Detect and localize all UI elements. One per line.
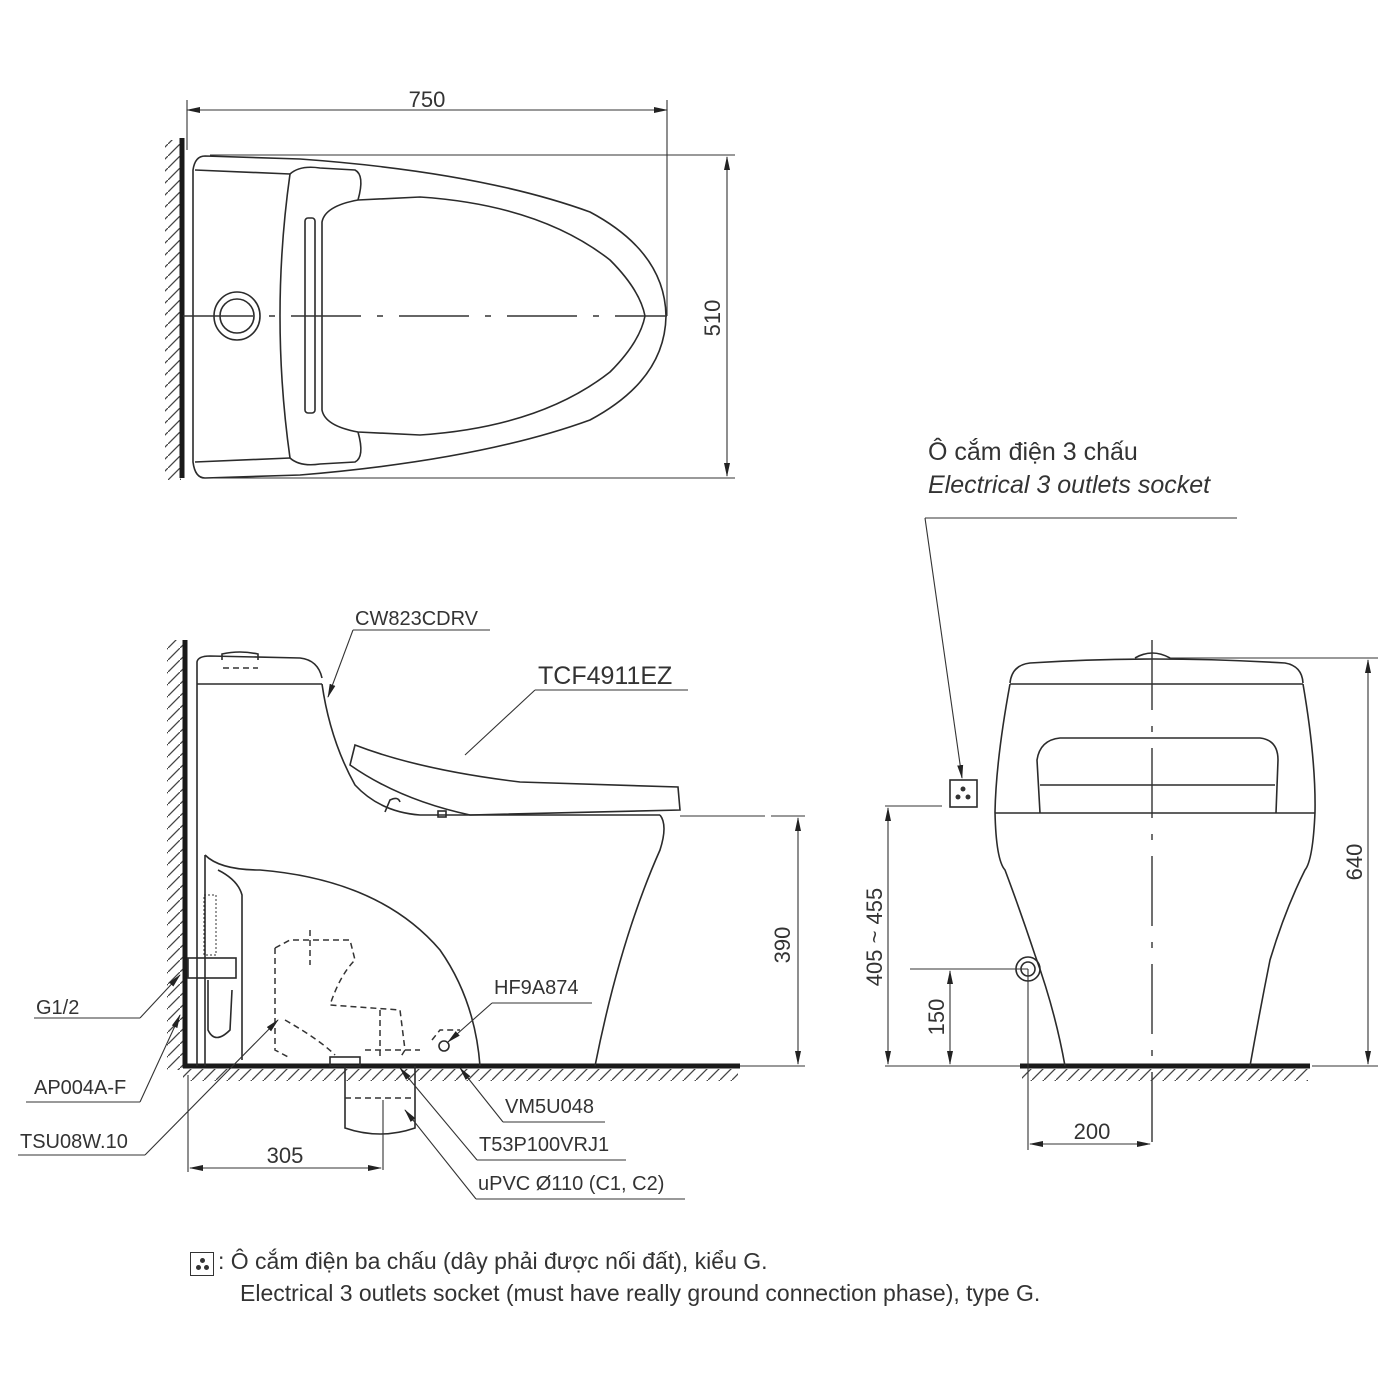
- dim-rough-in: 305: [267, 1143, 304, 1168]
- part-label-bowl: CW823CDRV: [355, 608, 479, 630]
- dim-inlet-height: 150: [924, 999, 949, 1036]
- part-label-fixing: HF9A874: [494, 977, 579, 999]
- dim-socket-height: 405 ~ 455: [862, 888, 887, 986]
- part-label-seat: TCF4911EZ: [538, 662, 672, 690]
- socket-callout: Ô cắm điện 3 chấu Electrical 3 outlets s…: [924, 437, 1237, 779]
- legend-text-en: Electrical 3 outlets socket (must have r…: [240, 1280, 1041, 1306]
- part-label-pipe: uPVC Ø110 (C1, C2): [478, 1173, 664, 1195]
- dim-inlet-offset: 200: [1074, 1119, 1111, 1144]
- front-view: 405 ~ 455 150 200 640: [862, 640, 1378, 1150]
- side-view: 390 305 CW823CDRV TCF4911EZ G1/2 AP004A-…: [18, 608, 805, 1200]
- dim-seat-height: 390: [770, 927, 795, 964]
- part-label-supply-hose: TSU08W.10: [20, 1131, 128, 1153]
- top-view: 750 510: [165, 87, 735, 480]
- legend-text-vi: : Ô cắm điện ba chấu (dây phải được nối …: [218, 1248, 768, 1274]
- part-label-angle-valve: AP004A-F: [34, 1077, 126, 1099]
- dim-length: 750: [409, 87, 446, 112]
- socket-icon: [949, 779, 978, 808]
- socket-icon: [190, 1252, 214, 1276]
- dim-total-height: 640: [1342, 844, 1367, 881]
- part-label-inlet: G1/2: [36, 997, 79, 1019]
- socket-title-vi: Ô cắm điện 3 chấu: [928, 437, 1138, 466]
- part-label-gasket: VM5U048: [505, 1096, 594, 1118]
- dim-width: 510: [700, 300, 725, 337]
- socket-title-en: Electrical 3 outlets socket: [928, 471, 1211, 499]
- part-label-flange: T53P100VRJ1: [479, 1134, 609, 1156]
